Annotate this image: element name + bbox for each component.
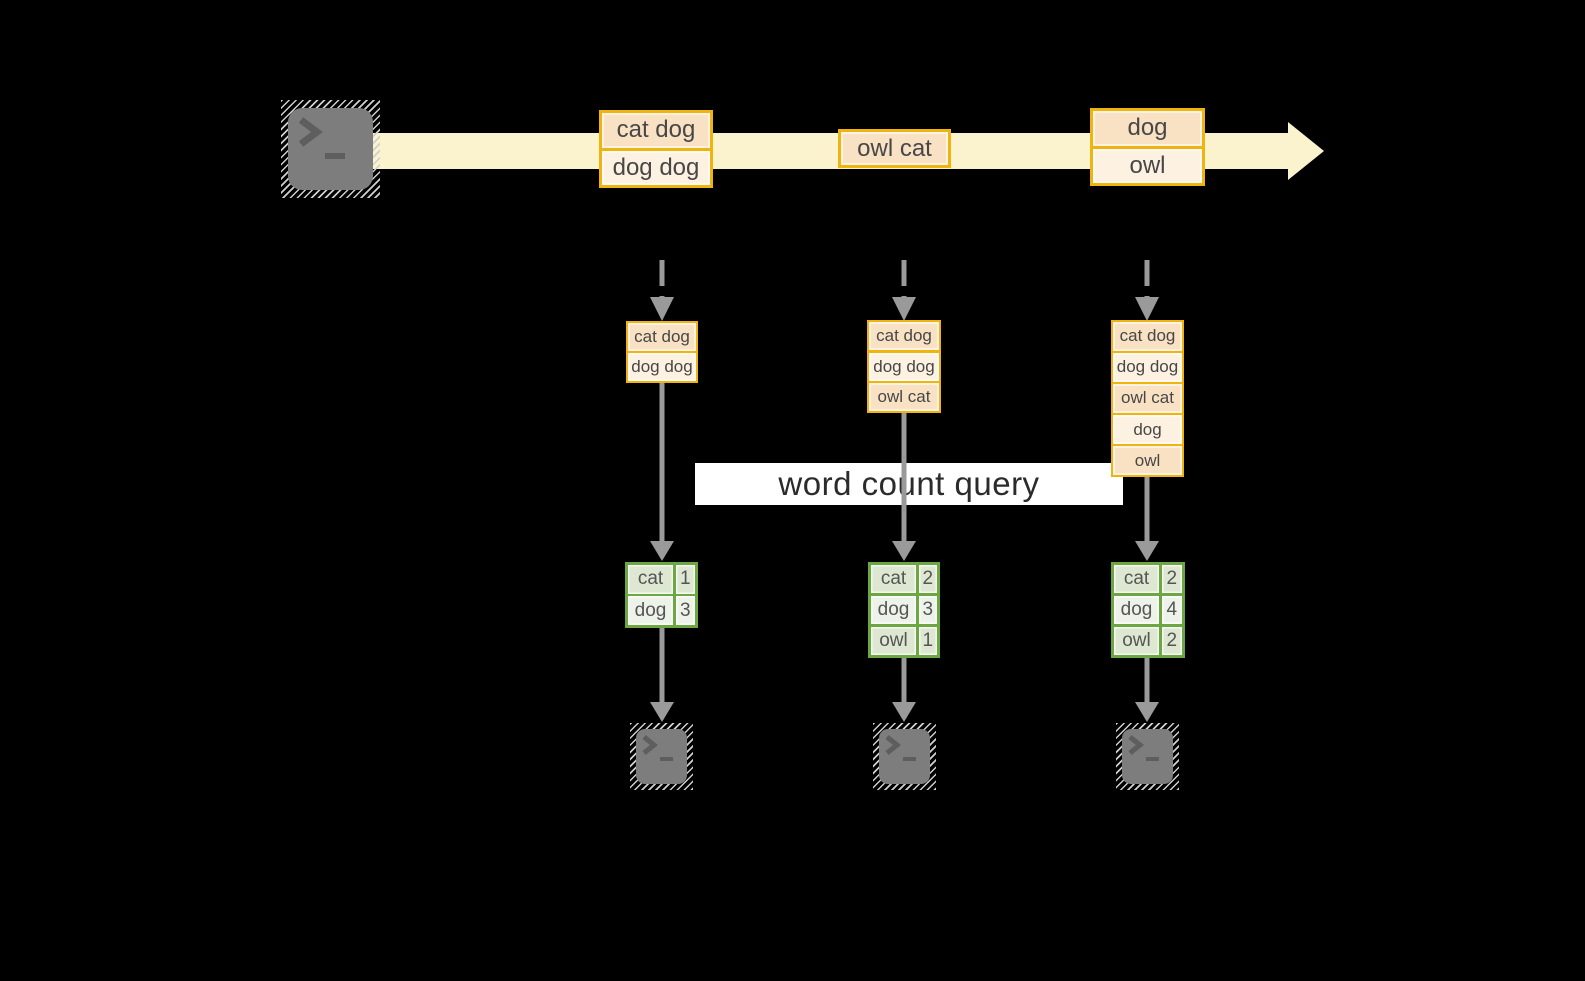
stream-event-box-1: cat dog dog dog — [599, 110, 713, 188]
result-word: cat — [871, 565, 916, 594]
event-line: cat dog — [602, 113, 710, 148]
state-line: dog dog — [1113, 353, 1182, 382]
terminal-icon — [1116, 723, 1179, 790]
state-box-1: cat dog dog dog — [626, 321, 698, 383]
terminal-prompt-icon — [642, 735, 673, 761]
terminal-prompt-icon — [885, 735, 916, 761]
result-count: 1 — [918, 626, 937, 655]
result-count: 3 — [675, 596, 695, 625]
dashed-arrow-icon — [650, 260, 674, 321]
result-table-2: cat 2 dog 3 owl 1 — [868, 562, 940, 658]
result-word: dog — [1114, 595, 1159, 625]
result-word: dog — [871, 595, 916, 625]
query-label: word count query — [695, 463, 1123, 505]
terminal-prompt-icon — [298, 117, 345, 159]
result-word: cat — [628, 565, 673, 594]
result-word: cat — [1114, 565, 1159, 594]
result-word: owl — [1114, 626, 1159, 655]
result-table-1: cat 1 dog 3 — [625, 562, 698, 628]
terminal-prompt-icon — [1128, 735, 1159, 761]
state-box-2: cat dog dog dog owl cat — [867, 320, 941, 413]
event-line: dog dog — [602, 150, 710, 185]
state-line: owl cat — [1113, 384, 1182, 413]
terminal-icon — [630, 723, 693, 790]
result-word: owl — [871, 626, 916, 655]
state-line: dog dog — [628, 353, 696, 381]
result-count: 2 — [918, 565, 937, 594]
state-line: cat dog — [1113, 322, 1182, 351]
terminal-icon — [281, 100, 380, 198]
solid-arrow-icon — [650, 628, 674, 722]
state-line: owl cat — [869, 383, 939, 411]
dashed-arrow-icon — [1135, 260, 1159, 321]
result-word: dog — [628, 596, 673, 625]
state-line: dog dog — [869, 352, 939, 381]
state-line: owl — [1113, 446, 1182, 475]
state-line: dog — [1113, 415, 1182, 444]
event-line: owl — [1093, 148, 1202, 183]
event-line: dog — [1093, 111, 1202, 146]
result-count: 3 — [918, 595, 937, 625]
solid-arrow-icon — [650, 383, 674, 561]
result-count: 2 — [1161, 565, 1182, 594]
event-line: owl cat — [841, 132, 948, 165]
stream-event-box-2: owl cat — [838, 129, 951, 168]
dashed-arrow-icon — [892, 260, 916, 321]
state-line: cat dog — [628, 323, 696, 351]
solid-arrow-icon — [892, 413, 916, 561]
solid-arrow-icon — [892, 658, 916, 722]
result-count: 1 — [675, 565, 695, 594]
state-line: cat dog — [869, 322, 939, 350]
solid-arrow-icon — [1135, 477, 1159, 561]
state-box-3: cat dog dog dog owl cat dog owl — [1111, 320, 1184, 477]
result-table-3: cat 2 dog 4 owl 2 — [1111, 562, 1185, 658]
terminal-icon — [873, 723, 936, 790]
solid-arrow-icon — [1135, 658, 1159, 722]
stream-event-box-3: dog owl — [1090, 108, 1205, 186]
result-count: 2 — [1161, 626, 1182, 655]
result-count: 4 — [1161, 595, 1182, 625]
stream-arrowhead — [1288, 122, 1324, 180]
